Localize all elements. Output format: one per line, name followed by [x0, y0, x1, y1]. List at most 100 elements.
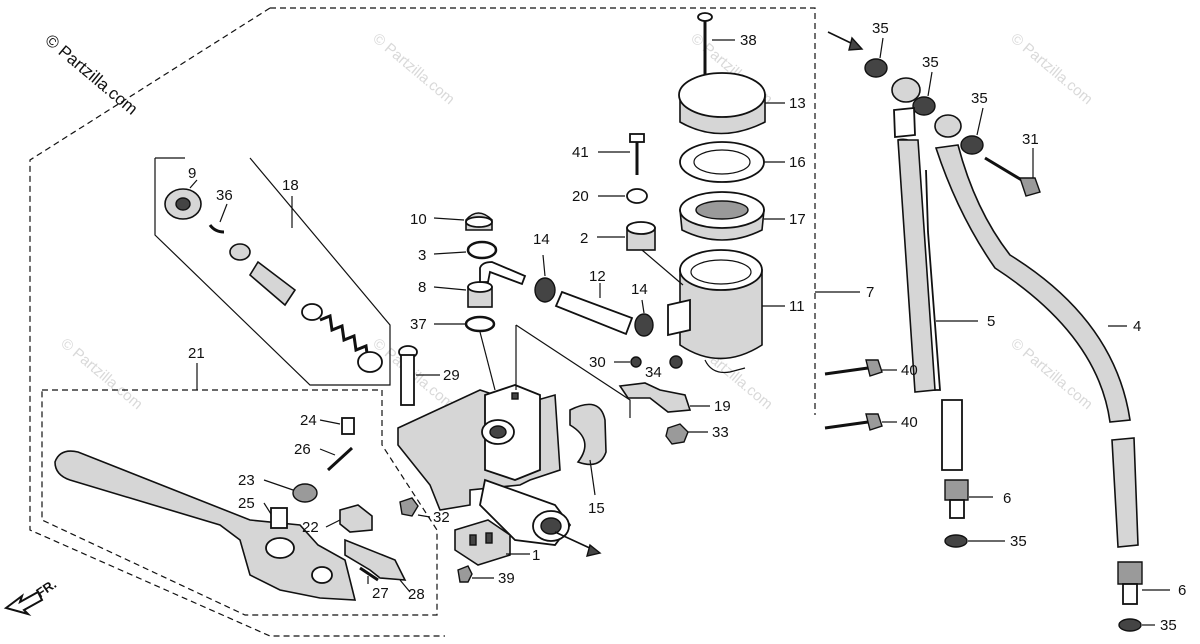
diaphragm: [679, 191, 765, 241]
callout-9: 9: [188, 165, 196, 182]
washer: [229, 243, 251, 261]
callout-24: 24: [300, 412, 317, 429]
master-cylinder-body: [397, 384, 572, 546]
callout-35: 35: [922, 54, 939, 71]
screw-38: [697, 12, 713, 75]
callout-1: 1: [532, 547, 540, 564]
hose-12: [554, 290, 634, 336]
direction-arrow: [554, 531, 595, 551]
screw-39: [457, 565, 473, 583]
callout-26: 26: [294, 441, 311, 458]
hose-clamp-14: [534, 277, 556, 303]
callout-31: 31: [1022, 131, 1039, 148]
callout-40: 40: [901, 414, 918, 431]
clip-3: [466, 240, 498, 260]
callout-21: 21: [188, 345, 205, 362]
callout-6: 6: [1178, 582, 1186, 599]
washer-34: [669, 355, 683, 369]
callout-18: 18: [282, 177, 299, 194]
callout-33: 33: [712, 424, 729, 441]
brake-hose-5: [891, 77, 963, 471]
washer-20: [626, 188, 648, 204]
callout-5: 5: [987, 313, 995, 330]
callout-39: 39: [498, 570, 515, 587]
watermark-layer: © Partzilla.com © Partzilla.com © Partzi…: [57, 30, 1095, 413]
screw-30: [630, 356, 642, 368]
callout-20: 20: [572, 188, 589, 205]
nut-33: [665, 423, 689, 445]
pin-25: [270, 507, 288, 529]
fitting-6: [1117, 561, 1143, 605]
callout-28: 28: [408, 586, 425, 603]
callout-6: 6: [1003, 490, 1011, 507]
sealing-washer-35: [912, 96, 936, 116]
watermark: © Partzilla.com: [57, 335, 145, 413]
lever-group-outline: [41, 389, 438, 616]
callout-29: 29: [443, 367, 460, 384]
callout-14: 14: [631, 281, 648, 298]
brake-hose-4: [934, 114, 1139, 548]
boot-9: [164, 188, 202, 220]
callout-35: 35: [872, 20, 889, 37]
callout-35: 35: [971, 90, 988, 107]
piston: [248, 260, 323, 321]
brake-lever: [54, 450, 357, 601]
hose-clamp-14: [634, 313, 654, 337]
callout-10: 10: [410, 211, 427, 228]
callout-41: 41: [572, 144, 589, 161]
callout-40: 40: [901, 362, 918, 379]
front-direction-indicator: FR.: [3, 576, 59, 616]
spring-27: [359, 566, 379, 582]
callout-2: 2: [580, 230, 588, 247]
callout-19: 19: [714, 398, 731, 415]
callout-23: 23: [238, 472, 255, 489]
pivot-22: [339, 504, 373, 533]
holder-15: [569, 403, 607, 466]
sealing-washer-35: [1118, 618, 1142, 632]
callout-16: 16: [789, 154, 806, 171]
callout-7: 7: [866, 284, 874, 301]
grommet-2: [626, 221, 656, 251]
callout-30: 30: [589, 354, 606, 371]
o-ring-37: [464, 315, 496, 333]
knob-23: [292, 483, 318, 503]
callout-11: 11: [789, 298, 805, 315]
callout-4: 4: [1133, 318, 1141, 335]
stop-switch-1: [454, 519, 511, 566]
callout-12: 12: [589, 268, 606, 285]
reservoir-cap: [678, 72, 766, 135]
assembly-outline: [29, 7, 816, 637]
circlip-36: [208, 224, 225, 234]
bolt-40: [824, 359, 883, 377]
callout-15: 15: [588, 500, 605, 517]
reservoir: [667, 249, 763, 374]
adjuster-28: [344, 538, 407, 581]
leader-lines: [189, 37, 1170, 626]
piston-kit-outline: [154, 157, 391, 386]
bolt-32: [399, 497, 419, 517]
callout-25: 25: [238, 495, 255, 512]
callout-34: 34: [645, 364, 662, 381]
callout-35: 35: [1010, 533, 1027, 550]
bolt-31: [984, 156, 1041, 197]
watermark: © Partzilla.com: [1007, 30, 1095, 108]
callout-38: 38: [740, 32, 757, 49]
sealing-washer-35: [944, 534, 968, 548]
callout-35: 35: [1160, 617, 1177, 634]
callout-37: 37: [410, 316, 427, 333]
pivot-bolt-29: [398, 345, 418, 406]
watermark: © Partzilla.com: [369, 30, 457, 108]
callout-17: 17: [789, 211, 806, 228]
callout-32: 32: [433, 509, 450, 526]
callout-labels: 1 2 3 4 5 6 6 7 8 9 10 11 12 13 14 14 15…: [188, 20, 1186, 634]
callout-36: 36: [216, 187, 233, 204]
fitting-6: [944, 479, 969, 519]
reservoir-stay: [618, 382, 692, 413]
spring: [319, 313, 383, 373]
copyright-text: © Partzilla.com: [41, 31, 141, 119]
callout-8: 8: [418, 279, 426, 296]
screw-26: [326, 446, 354, 472]
diaphragm-plate: [679, 141, 765, 183]
bolt-40: [824, 413, 883, 431]
